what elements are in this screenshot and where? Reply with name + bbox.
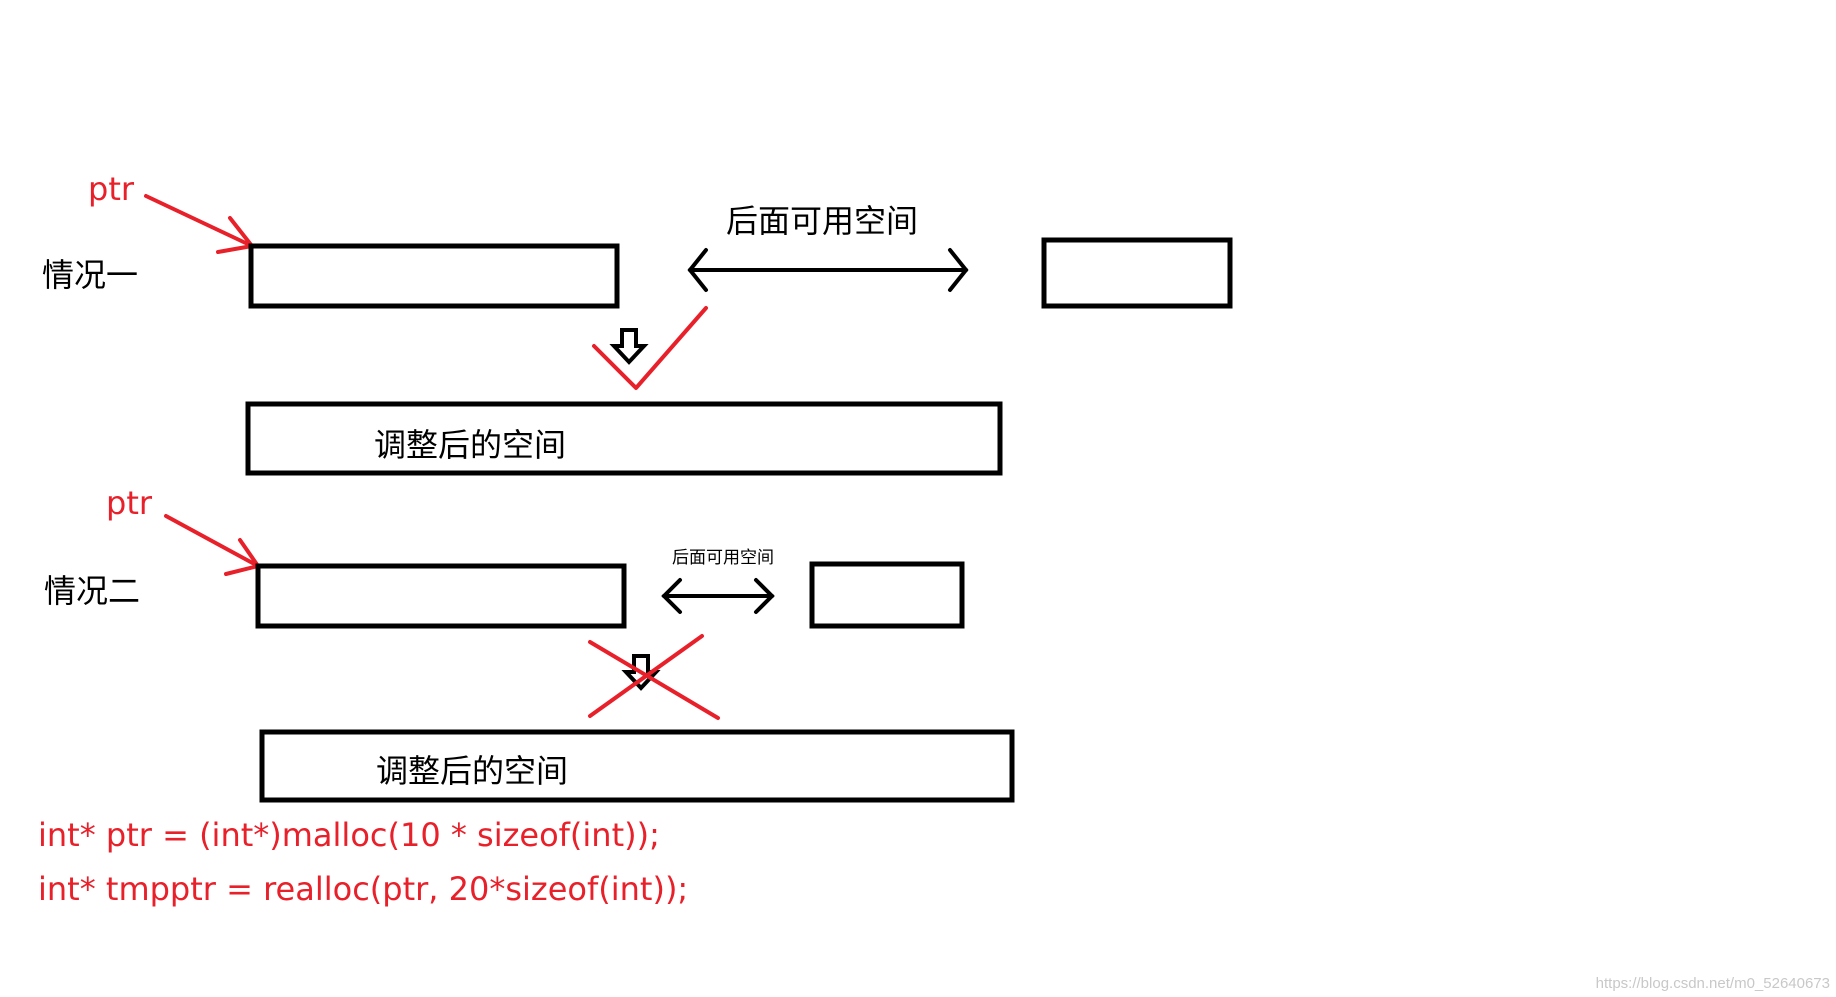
code-block: int* ptr = (int*)malloc(10 * sizeof(int)…	[38, 816, 688, 908]
case-two-available-space-arrow	[661, 578, 775, 614]
case-one-ptr-arrow	[144, 194, 256, 254]
case-two-available-space-label: 后面可用空间	[672, 548, 774, 568]
case-two-original-block	[255, 563, 627, 629]
case-two-ptr-label: ptr	[106, 484, 153, 522]
case-two: ptr 情况二 后面可用空间 调整后的空间	[44, 484, 1015, 803]
case-two-cross-mark	[588, 634, 720, 720]
code-line-malloc: int* ptr = (int*)malloc(10 * sizeof(int)…	[38, 816, 660, 854]
case-one-ptr-label: ptr	[88, 170, 135, 208]
case-one-result-block	[245, 401, 1003, 476]
case-one-available-space-label: 后面可用空间	[726, 202, 918, 240]
case-one-check-mark	[592, 306, 708, 390]
case-two-result-block	[259, 729, 1015, 803]
case-two-next-block	[809, 561, 965, 629]
case-two-label: 情况二	[44, 572, 140, 610]
code-line-realloc: int* tmpptr = realloc(ptr, 20*sizeof(int…	[38, 870, 688, 908]
case-one-label: 情况一	[42, 256, 138, 294]
case-one-available-space-arrow	[687, 248, 969, 292]
case-one: ptr 情况一 后面可用空间 调整后的空间	[42, 170, 1233, 476]
case-one-original-block	[248, 243, 620, 309]
case-one-down-arrow	[609, 328, 649, 365]
case-two-ptr-arrow	[164, 514, 262, 576]
case-two-down-arrow	[621, 654, 661, 691]
watermark: https://blog.csdn.net/m0_52640673	[1596, 975, 1830, 992]
case-one-result-label: 调整后的空间	[374, 426, 566, 464]
case-one-next-block	[1041, 237, 1233, 309]
case-two-result-label: 调整后的空间	[376, 752, 568, 790]
